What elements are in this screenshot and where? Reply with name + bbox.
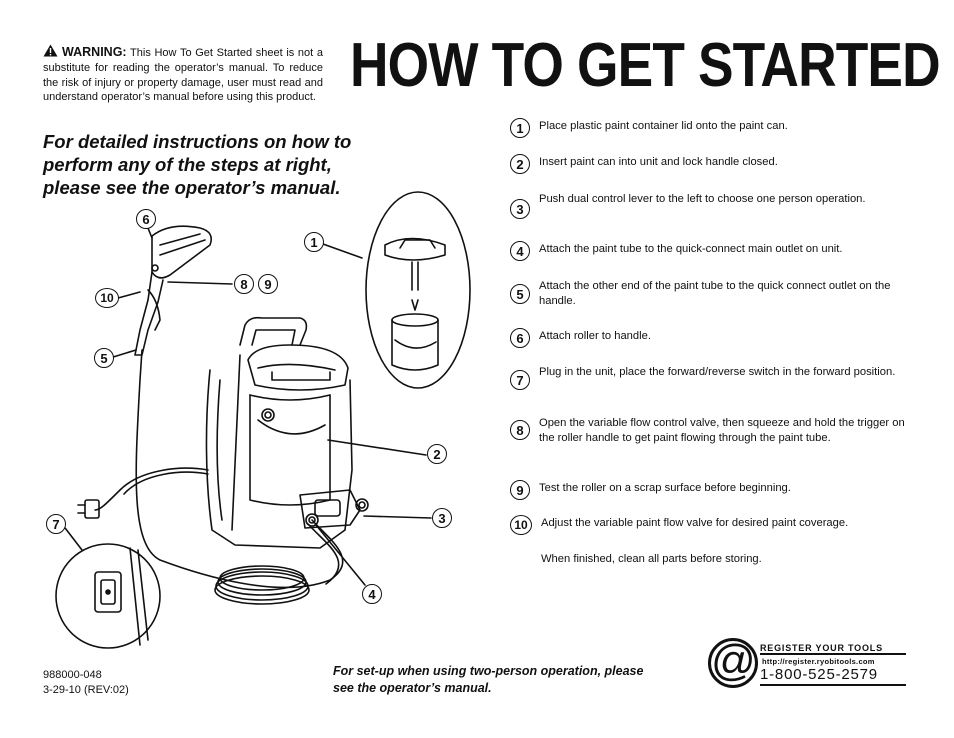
step-6: 6 Attach roller to handle. [510,328,910,348]
callout-10: 10 [95,288,119,308]
step-text: Open the variable flow control valve, th… [539,417,905,444]
step-text: Test the roller on a scrap surface befor… [539,482,791,494]
step-text: Push dual control lever to the left to c… [539,193,866,205]
step-8: 8 Open the variable flow control valve, … [510,415,910,445]
step-number: 2 [510,154,530,174]
part-number: 988000-048 [43,669,102,681]
step-number: 4 [510,241,530,261]
step-text: Plug in the unit, place the forward/reve… [539,366,896,378]
step-2: 2 Insert paint can into unit and lock ha… [510,154,910,174]
step-number: 8 [510,420,530,440]
step-text: Attach roller to handle. [539,330,651,342]
step-text: Adjust the variable paint flow valve for… [541,517,849,529]
callout-7: 7 [46,514,66,534]
step-number: 5 [510,284,530,304]
document-id: 988000-048 3-29-10 (REV:02) [43,668,129,697]
step-number: 7 [510,370,530,390]
callout-4: 4 [362,584,382,604]
revision: 3-29-10 (REV:02) [43,683,129,696]
two-person-note: For set-up when using two-person operati… [333,664,644,695]
step-text: Attach the other end of the paint tube t… [539,280,891,307]
step-number: 10 [510,515,532,535]
register-at-logo: @ [708,638,758,688]
step-1: 1 Place plastic paint container lid onto… [510,118,910,138]
warning-text: This How To Get Started sheet is not a s… [43,47,323,104]
step-number: 6 [510,328,530,348]
step-9: 9 Test the roller on a scrap surface bef… [510,480,910,500]
callout-8: 8 [234,274,254,294]
callout-9: 9 [258,274,278,294]
step-3: 3 Push dual control lever to the left to… [510,191,910,219]
step-text: Attach the paint tube to the quick-conne… [539,243,843,255]
callout-5: 5 [94,348,114,368]
register-divider [760,684,906,686]
callout-2: 2 [427,444,447,464]
warning-label: WARNING: [62,45,127,59]
step-text: Place plastic paint container lid onto t… [539,120,788,132]
register-heading: REGISTER YOUR TOOLS [760,643,883,653]
step-text: Insert paint can into unit and lock hand… [539,156,778,168]
page-title: HOW TO GET STARTED [350,31,941,100]
detailed-instructions-note: For detailed instructions on how to perf… [43,131,352,198]
warning-notice: WARNING: This How To Get Started sheet i… [43,44,323,105]
step-5: 5 Attach the other end of the paint tube… [510,278,910,308]
register-divider [760,653,906,655]
step-7: 7 Plug in the unit, place the forward/re… [510,364,910,390]
step-number: 1 [510,118,530,138]
register-phone: 1-800-525-2579 [760,666,878,683]
warning-triangle-icon [43,44,58,61]
callout-6: 6 [136,209,156,229]
step-10: 10 Adjust the variable paint flow valve … [510,515,910,535]
step-4: 4 Attach the paint tube to the quick-con… [510,241,910,261]
step-number: 9 [510,480,530,500]
register-url[interactable]: http://register.ryobitools.com [762,657,875,666]
finish-note: When finished, clean all parts before st… [541,553,762,565]
callout-3: 3 [432,508,452,528]
callout-1: 1 [304,232,324,252]
step-number: 3 [510,199,530,219]
